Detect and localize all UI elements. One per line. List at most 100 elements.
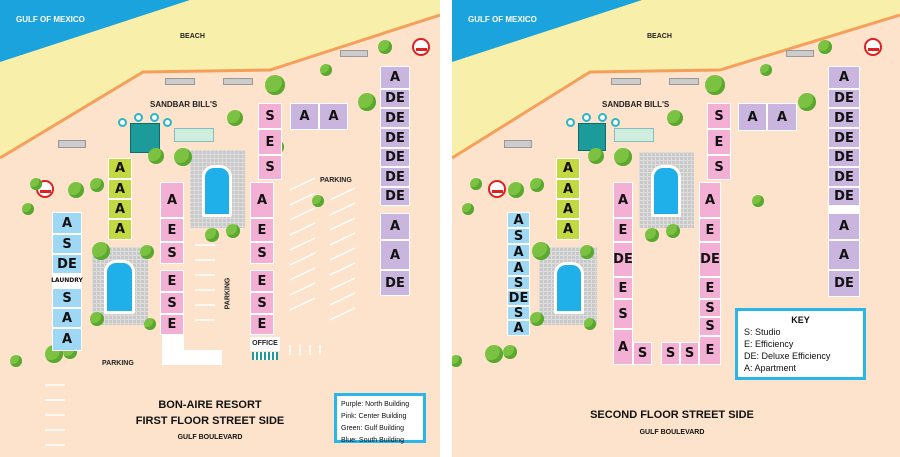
unit-north_upper[interactable]: A (828, 66, 860, 89)
unit-gulf[interactable]: A (108, 219, 132, 240)
tree-icon (666, 224, 680, 238)
unit-north_pair[interactable]: A (290, 103, 319, 130)
unit-north_upper[interactable]: DE (380, 128, 410, 148)
unit-center_left_a[interactable]: E (160, 218, 184, 242)
unit-center_left_b[interactable]: S (160, 292, 184, 314)
unit-north_upper[interactable]: DE (828, 128, 860, 148)
unit-south[interactable]: A (507, 320, 530, 336)
unit-center_right_b[interactable]: E (250, 270, 274, 292)
unit-north_upper[interactable]: DE (380, 187, 410, 206)
swimming-pool (202, 165, 232, 217)
tree-icon (614, 148, 632, 166)
unit-gulf[interactable]: A (108, 179, 132, 199)
unit-center_left[interactable]: E (613, 218, 633, 242)
unit-center_top[interactable]: S (258, 103, 282, 129)
unit-center_top[interactable]: E (258, 129, 282, 155)
legend-item: Green: Gulf Building (341, 425, 405, 432)
unit-center_top[interactable]: S (707, 103, 731, 129)
unit-south[interactable]: S (52, 288, 82, 308)
unit-center_right_a[interactable]: S (250, 242, 274, 264)
tree-icon (68, 182, 84, 198)
unit-center_bottom[interactable]: S (633, 342, 652, 365)
unit-center_right[interactable]: E (699, 218, 721, 242)
unit-south[interactable]: S (507, 276, 530, 290)
unit-north_lower[interactable]: A (380, 240, 410, 270)
tree-icon (30, 178, 42, 190)
unit-center_bottom[interactable]: S (661, 342, 680, 365)
tree-icon (580, 245, 594, 259)
unit-south[interactable]: S (52, 234, 82, 254)
unit-south[interactable]: DE (507, 290, 530, 306)
pavilion-icon (578, 123, 606, 151)
unit-gulf[interactable]: A (108, 158, 132, 179)
unit-center_left[interactable]: A (613, 182, 633, 218)
unit-south[interactable]: S (507, 306, 530, 320)
unit-north_upper[interactable]: DE (380, 108, 410, 128)
unit-south[interactable]: A (507, 244, 530, 260)
unit-center_top[interactable]: S (258, 155, 282, 180)
tree-icon (645, 228, 659, 242)
unit-center_top[interactable]: E (707, 129, 731, 155)
unit-south[interactable]: S (507, 228, 530, 244)
unit-south[interactable]: A (52, 328, 82, 351)
unit-north_pair[interactable]: A (319, 103, 348, 130)
unit-center_left_b[interactable]: E (160, 270, 184, 292)
unit-north_pair[interactable]: A (738, 103, 767, 131)
unit-center_right[interactable]: E (699, 277, 721, 299)
tree-icon (144, 318, 156, 330)
key-item: S: Studio (744, 327, 781, 337)
unit-center_left_b[interactable]: E (160, 314, 184, 335)
unit-north_lower[interactable]: DE (380, 270, 410, 296)
beach-label: BEACH (647, 33, 672, 40)
unit-south[interactable]: A (507, 212, 530, 228)
tree-icon (320, 64, 332, 76)
unit-center_bottom[interactable]: S (680, 342, 699, 365)
unit-south[interactable]: A (52, 212, 82, 234)
unit-north_lower[interactable]: A (380, 213, 410, 240)
unit-north_upper[interactable]: DE (828, 108, 860, 128)
unit-center_bottom[interactable]: E (699, 336, 721, 365)
unit-center_right[interactable]: A (699, 182, 721, 218)
unit-gulf[interactable]: A (556, 158, 580, 179)
unit-center_right_b[interactable]: S (250, 292, 274, 314)
unit-gulf[interactable]: A (108, 199, 132, 219)
unit-north_upper[interactable]: DE (828, 89, 860, 108)
unit-south[interactable]: DE (52, 254, 82, 274)
unit-center_left_a[interactable]: S (160, 242, 184, 264)
unit-gulf[interactable]: A (556, 199, 580, 219)
unit-north_lower[interactable]: A (828, 213, 860, 240)
unit-center_left_a[interactable]: A (160, 182, 184, 218)
unit-center_right_a[interactable]: E (250, 218, 274, 242)
unit-north_upper[interactable]: DE (828, 167, 860, 187)
unit-north_upper[interactable]: DE (380, 89, 410, 108)
unit-north_upper[interactable]: A (380, 66, 410, 89)
unit-center_left[interactable]: E (613, 277, 633, 299)
unit-gulf[interactable]: A (556, 219, 580, 240)
unit-north_upper[interactable]: DE (828, 148, 860, 167)
unit-center_right_b[interactable]: E (250, 314, 274, 335)
unit-center_left[interactable]: DE (613, 242, 633, 277)
unit-center_right_a[interactable]: A (250, 182, 274, 218)
unit-north_upper[interactable]: DE (380, 148, 410, 167)
tree-icon (462, 203, 474, 215)
unit-center_right[interactable]: S (699, 317, 721, 336)
unit-north_lower[interactable]: DE (828, 270, 860, 297)
unit-north_pair[interactable]: A (767, 103, 797, 131)
unit-center_right[interactable]: S (699, 299, 721, 317)
unit-south[interactable]: LAUNDRY (51, 274, 83, 288)
unit-south[interactable]: A (52, 308, 82, 328)
unit-center_top[interactable]: S (707, 155, 731, 180)
unit-center_bottom[interactable]: A (613, 329, 633, 365)
tree-icon (530, 312, 544, 326)
unit-center_left[interactable]: S (613, 299, 633, 329)
unit-gulf[interactable]: A (556, 179, 580, 199)
key-title: KEY (791, 315, 810, 325)
unit-center_right[interactable]: DE (699, 242, 721, 277)
unit-north_upper[interactable]: DE (380, 167, 410, 187)
unit-south[interactable]: A (507, 260, 530, 276)
office-label[interactable]: OFFICE (250, 337, 280, 351)
bench-icon (340, 50, 368, 57)
unit-north_lower[interactable]: A (828, 240, 860, 270)
unit-north_upper[interactable]: DE (828, 187, 860, 206)
